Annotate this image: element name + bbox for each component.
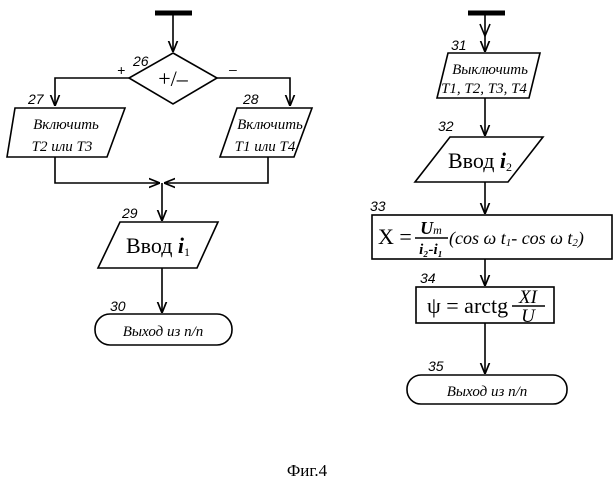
label-27: 27 <box>27 91 45 107</box>
formula-psi-numerator: XI <box>518 287 539 308</box>
box-29-label: Ввод i1 <box>126 233 190 259</box>
terminal-35-label: Выход из п/п <box>447 384 528 400</box>
box-28-line2: T1 или T4 <box>235 139 296 155</box>
formula-lhs: X = <box>378 224 412 249</box>
left-flow: 26 +/– + – 27 Включить T2 или T3 28 Вклю… <box>7 13 312 345</box>
box-27-line2: T2 или T3 <box>32 139 93 155</box>
label-32: 32 <box>438 118 454 134</box>
minus-label: – <box>228 61 237 77</box>
label-35: 35 <box>428 358 444 374</box>
box-31-line1: Выключить <box>452 62 528 78</box>
formula-psi-lhs: ψ = arctg <box>427 293 508 318</box>
connector <box>55 157 160 183</box>
formula-psi-denominator: U <box>521 306 536 327</box>
box-27-line1: Включить <box>33 117 99 133</box>
right-flow: 31 Выключить T1, T2, T3, T4 32 Ввод i2 3… <box>370 13 612 404</box>
label-33: 33 <box>370 198 386 214</box>
box-28-line1: Включить <box>237 117 303 133</box>
decision-label: +/– <box>158 66 189 91</box>
label-31: 31 <box>451 37 467 53</box>
label-30: 30 <box>110 298 126 314</box>
terminal-30-label: Выход из п/п <box>123 324 204 340</box>
label-28: 28 <box>242 91 259 107</box>
box-31-line2: T1, T2, T3, T4 <box>441 81 527 97</box>
label-26: 26 <box>132 53 149 69</box>
connector <box>164 157 268 183</box>
formula-rhs: (cos ω t1- cos ω t2) <box>449 228 584 249</box>
formula-denominator: i₂-i₁ <box>419 242 443 258</box>
connector <box>55 78 129 106</box>
plus-label: + <box>117 62 125 78</box>
label-34: 34 <box>420 270 436 286</box>
figure-caption: Фиг.4 <box>287 461 328 480</box>
label-29: 29 <box>121 205 138 221</box>
box-32-label: Ввод i2 <box>448 148 512 174</box>
